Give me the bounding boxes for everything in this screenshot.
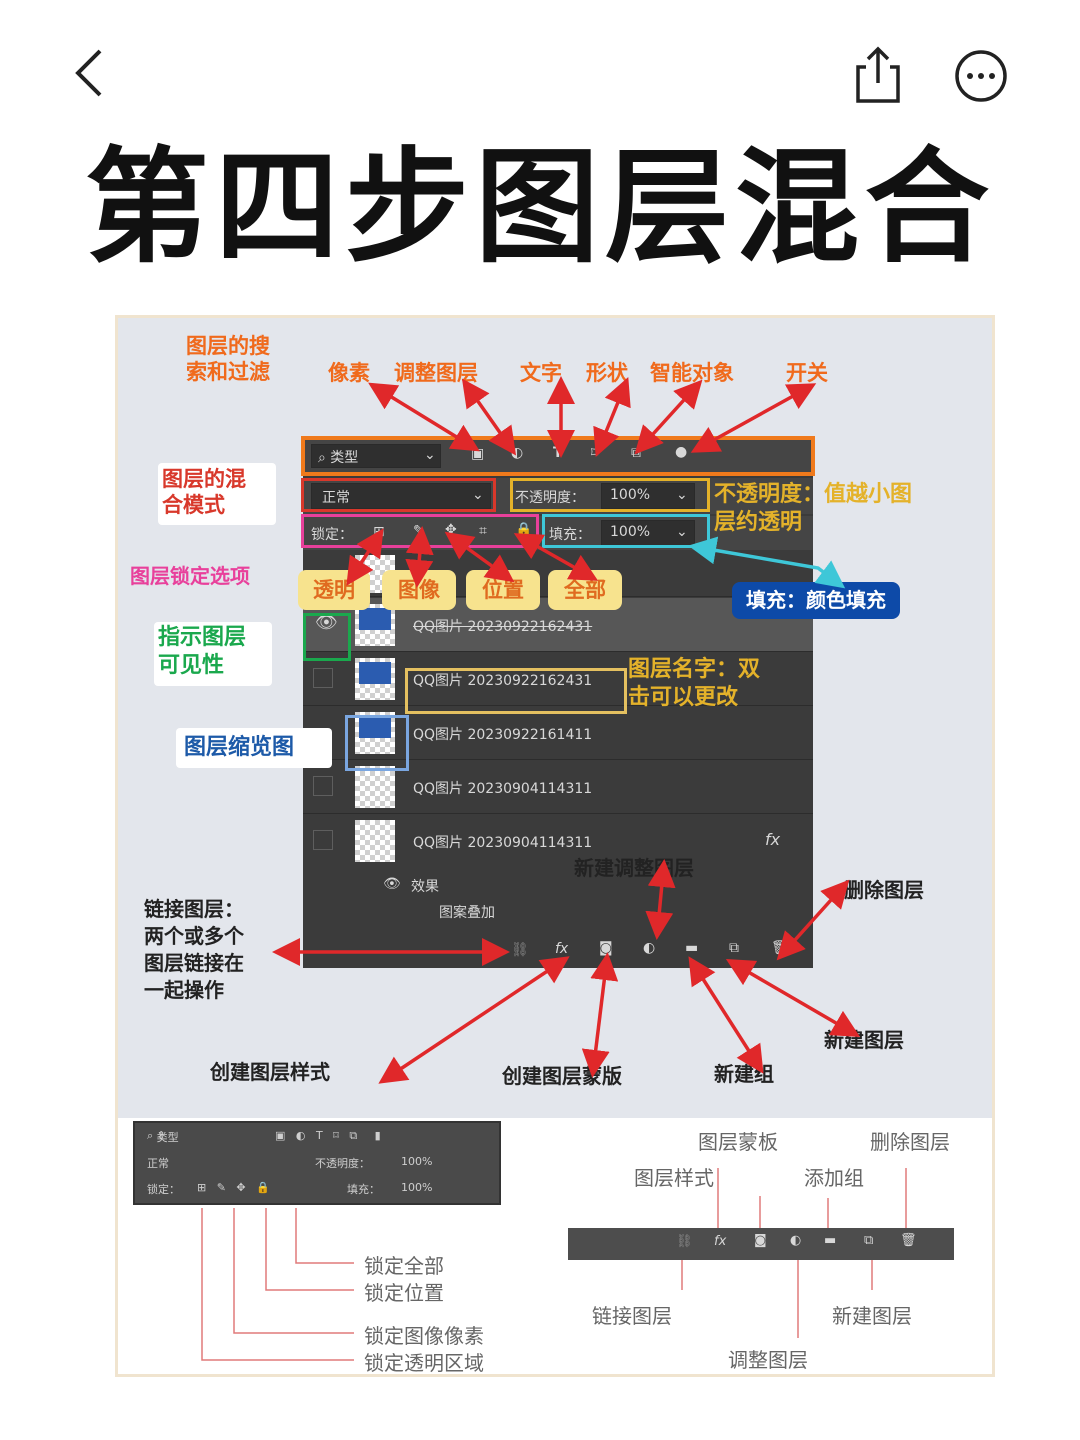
label-switch: 开关 (786, 361, 828, 385)
label-opacity-note: 不透明度：值越小图 层约透明 (714, 482, 913, 535)
layer-name[interactable]: QQ图片 20230922161411 (413, 727, 593, 743)
effects-label: 效果 (411, 879, 439, 895)
opacity-field[interactable]: 100% ⌄ (601, 483, 695, 509)
ref-new-layer: 新建图层 (832, 1304, 912, 1328)
label-visibility: 指示图层 可见性 (158, 625, 247, 678)
ref-add-group: 添加组 (804, 1166, 864, 1190)
visibility-highlight (303, 613, 351, 661)
lock-position-icon[interactable]: ✥ (445, 522, 457, 538)
share-icon[interactable] (850, 45, 906, 105)
layer-row[interactable]: QQ图片 20230904114311 fx (303, 814, 813, 868)
layer-thumbnail (355, 766, 395, 808)
opacity-label: 不透明度： (515, 490, 585, 506)
chevron-left-icon[interactable] (70, 45, 110, 101)
fill-field[interactable]: 100% ⌄ (601, 520, 695, 546)
layer-row[interactable]: QQ图片 20230922161411 (303, 706, 813, 760)
label-layer-name-note: 图层名字：双 击可以更改 (628, 657, 761, 710)
folder-icon[interactable]: ▬ (685, 940, 699, 956)
layer-name[interactable]: QQ图片 20230904114311 (413, 835, 593, 851)
layers-panel: ⌕ 类型 ⌄ ▣ ◐ T ⌑ ⧉ ● 正常 ⌄ 不透明度： 100% ⌄ 锁定：… (303, 438, 813, 968)
thumbnail-highlight (345, 715, 409, 771)
mini-panel: ⌕ 类型 ⇕ ▣ ◐ T ⌑ ⧉ ▮ 正常 不透明度： 100% 锁定： ⊞ ✎… (133, 1121, 501, 1205)
label-thumbnail: 图层缩览图 (184, 735, 295, 760)
link-icon[interactable]: ⛓ (511, 942, 529, 958)
layer-thumbnail (355, 820, 395, 862)
label-link-layers: 链接图层： 两个或多个 图层链接在 一起操作 (144, 897, 244, 1002)
layer-row[interactable]: QQ图片 20230904114311 (303, 760, 813, 814)
label-pixel: 像素 (328, 361, 370, 385)
chip-lock-transparent: 透明 (298, 570, 370, 610)
blend-bar: 正常 ⌄ 不透明度： 100% ⌄ (303, 478, 813, 514)
ref-layer-mask: 图层蒙板 (698, 1130, 778, 1154)
ref-lock-all: 锁定全部 (364, 1254, 444, 1278)
ref-lock-image-pixels: 锁定图像像素 (364, 1324, 484, 1348)
lock-label: 锁定： (311, 527, 353, 543)
reference-section: ⌕ 类型 ⇕ ▣ ◐ T ⌑ ⧉ ▮ 正常 不透明度： 100% 锁定： ⊞ ✎… (118, 1118, 992, 1375)
ref-adjust-layer: 调整图层 (728, 1348, 808, 1372)
reference-leader-lines (201, 1168, 907, 1361)
visibility-toggle[interactable] (313, 668, 333, 688)
ref-delete-layer: 删除图层 (870, 1130, 950, 1154)
layer-name[interactable]: QQ图片 20230922162431 (413, 673, 593, 689)
layer-row[interactable]: QQ图片 20230922162431 (303, 652, 813, 706)
visibility-toggle[interactable] (313, 830, 333, 850)
label-search-filter: 图层的搜 索和过滤 (186, 334, 270, 385)
label-lock-options: 图层锁定选项 (130, 564, 250, 588)
fx-button-icon[interactable]: fx (555, 941, 569, 957)
effect-item: 图案叠加 (439, 905, 495, 921)
mini-footer-bar: ⛓ fx ◙ ◐ ▬ ⧉ 🗑 (568, 1228, 954, 1260)
layer-thumbnail (355, 658, 395, 700)
tutorial-image: 图层的搜 索和过滤 像素 调整图层 文字 形状 智能对象 开关 ⌕ 类型 ⌄ ▣… (115, 315, 995, 1377)
label-delete-layer: 删除图层 (844, 878, 924, 902)
ref-link-layers: 链接图层 (592, 1304, 672, 1328)
mask-icon[interactable]: ◙ (599, 940, 613, 956)
layer-name-highlight (405, 668, 627, 714)
new-layer-icon[interactable]: ⧉ (729, 940, 739, 956)
eye-icon[interactable]: 👁 (315, 612, 338, 633)
visibility-toggle[interactable] (313, 776, 333, 796)
adjust-layer-icon[interactable]: ◐ (643, 940, 656, 956)
blend-highlight (301, 478, 496, 512)
layer-thumbnail (355, 712, 395, 754)
annotation-arrows (272, 376, 861, 1084)
fill-highlight (542, 514, 710, 548)
opacity-highlight (510, 478, 710, 512)
blend-mode-select[interactable]: 正常 ⌄ (311, 483, 491, 509)
fx-indicator: fx (765, 830, 781, 849)
layer-name[interactable]: QQ图片 20230904114311 (413, 781, 593, 797)
ref-layer-style: 图层样式 (634, 1166, 714, 1190)
layer-name[interactable]: QQ图片 20230922162431 (413, 619, 593, 635)
label-blend-mode: 图层的混 合模式 (162, 467, 246, 518)
artboard-icon[interactable]: ⌗ (479, 523, 487, 539)
more-icon[interactable] (953, 48, 1009, 104)
label-create-style: 创建图层样式 (210, 1060, 330, 1084)
page-title: 第四步图层混合 (84, 136, 995, 280)
layer-thumbnail (355, 604, 395, 646)
ref-lock-position: 锁定位置 (364, 1281, 444, 1305)
effect-eye-icon[interactable]: 👁 (383, 876, 401, 892)
ref-lock-transparent-area: 锁定透明区域 (364, 1351, 484, 1375)
